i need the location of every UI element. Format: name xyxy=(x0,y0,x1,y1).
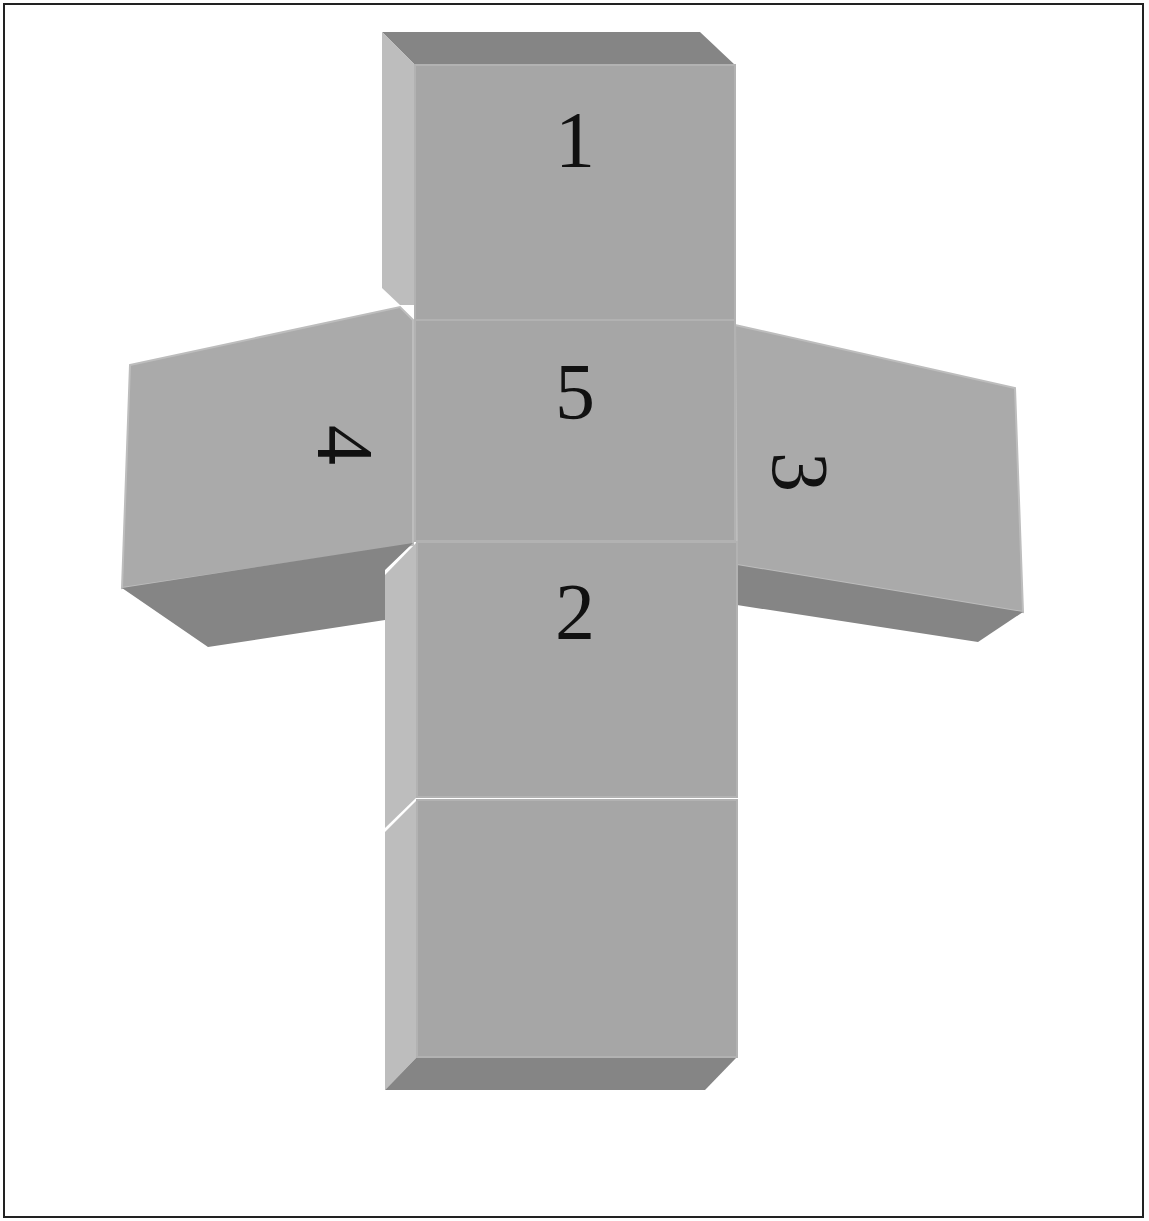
face-number: 3 xyxy=(760,452,840,492)
cube-face: 3 xyxy=(760,422,840,522)
cube-face: 2 xyxy=(535,562,615,662)
face-number: 1 xyxy=(555,100,595,180)
face-number: 4 xyxy=(305,425,385,465)
cube-face: 5 xyxy=(535,342,615,442)
face-number: 5 xyxy=(555,352,595,432)
cube-face: 4 xyxy=(305,395,385,495)
cube-face: 1 xyxy=(535,90,615,190)
face-number: 2 xyxy=(555,572,595,652)
